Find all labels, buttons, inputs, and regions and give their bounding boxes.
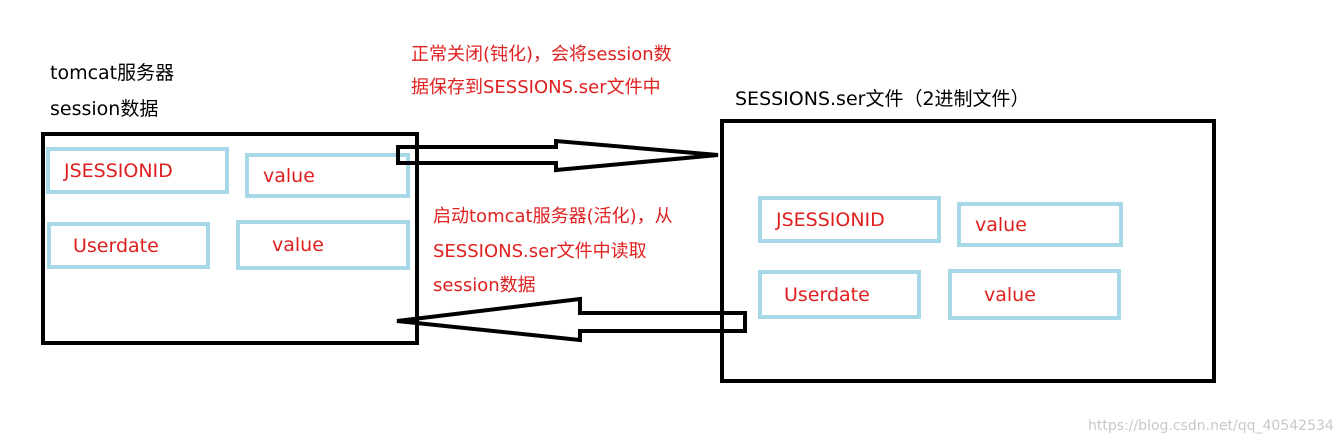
file-cell-value-1: value: [957, 202, 1123, 247]
server-cell-userdate: Userdate: [47, 222, 210, 269]
server-title: tomcat服务器: [50, 62, 175, 84]
server-session-box: [41, 132, 419, 345]
server-cell-value-1: value: [245, 153, 410, 198]
load-annotation-line-3: session数据: [433, 275, 536, 296]
load-annotation-line-1: 启动tomcat服务器(活化)，从: [433, 206, 673, 227]
server-cell-value-2: value: [236, 220, 410, 270]
watermark: https://blog.csdn.net/qq_40542534: [1088, 418, 1334, 434]
load-arrow: [396, 296, 747, 343]
server-cell-jsessionid: JSESSIONID: [46, 147, 229, 194]
save-arrow: [396, 138, 719, 173]
sessions-file-box: [720, 119, 1216, 383]
save-annotation-line-2: 据保存到SESSIONS.ser文件中: [411, 77, 661, 98]
file-title: SESSIONS.ser文件（2进制文件）: [735, 88, 1030, 110]
file-cell-userdate: Userdate: [758, 270, 921, 319]
save-annotation-line-1: 正常关闭(钝化)，会将session数: [411, 44, 672, 65]
load-annotation-line-2: SESSIONS.ser文件中读取: [433, 241, 647, 262]
file-cell-value-2: value: [948, 269, 1121, 320]
file-cell-jsessionid: JSESSIONID: [758, 196, 941, 243]
server-subtitle: session数据: [50, 98, 159, 120]
